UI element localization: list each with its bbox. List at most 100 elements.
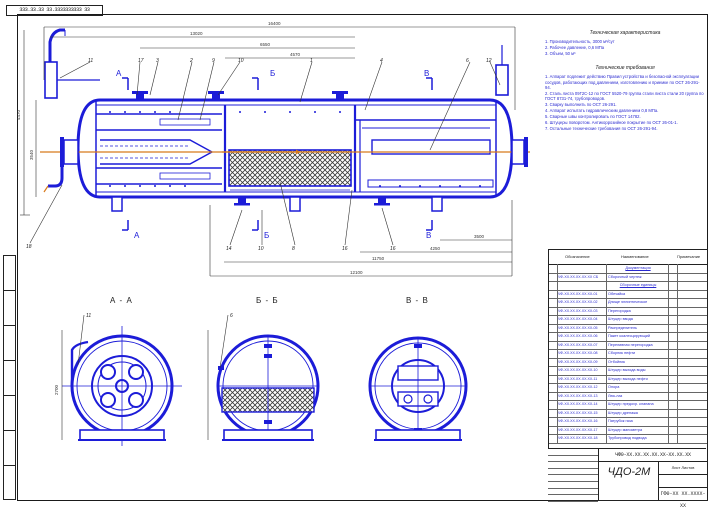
stamp-right-cell: Лист Листов ГФ0-ХХ ХХ.ХХХХ-ХХ <box>658 461 707 509</box>
spec-row-format <box>549 306 558 315</box>
spec-row-code: ЧФ-ХХ.ХХ.ХХ.ХХ.ХХ-02 <box>557 298 607 307</box>
vessel-side-view <box>40 28 530 212</box>
pos-12: 12 <box>486 58 492 64</box>
tech-req-1: 1. Аппарат подлежит действию Правил устр… <box>545 74 700 90</box>
dim-d8: 4470 <box>16 109 21 120</box>
tech-req-title: Технические требования <box>595 65 655 72</box>
pos-17: 17 <box>138 58 144 64</box>
dim-d4: 12100 <box>350 270 363 275</box>
tech-req-2: 2. Сталь листа 09Г2С-12 по ГОСТ 5520-79 … <box>545 90 704 101</box>
stamp-sheet-label: Лист Листов <box>659 461 707 475</box>
outlet-nozzle <box>511 137 528 167</box>
pos-16: 16 <box>342 246 348 252</box>
spec-row-qty <box>667 366 678 375</box>
spec-row-name: Штуцер выхода воды <box>606 366 669 375</box>
spec-row-name: Опора <box>606 383 669 392</box>
pos-16b: 16 <box>390 246 396 252</box>
dimension-lines <box>20 26 516 277</box>
tech-char-title: Техническая характеристика <box>589 30 661 36</box>
pos-11: 11 <box>88 58 93 64</box>
section-label-v: В - В <box>406 296 429 305</box>
spec-row-code: ЧФ-ХХ.ХХ.ХХ.ХХ.ХХ-13 <box>557 391 607 400</box>
spec-row-qty <box>667 357 678 366</box>
spec-row-format <box>549 366 558 375</box>
spec-row-format <box>549 332 558 341</box>
oil-collector <box>362 127 494 188</box>
spec-row-qty <box>667 281 678 290</box>
spec-row-qty <box>667 306 678 315</box>
section-label-b: Б - Б <box>256 296 279 305</box>
spec-row-code: ЧФ-ХХ.ХХ.ХХ.ХХ.ХХ-05 <box>557 323 607 332</box>
spec-row-name: Штуцер выхода нефти <box>606 374 669 383</box>
spec-row: Сборочные единицы <box>549 281 707 291</box>
spec-row-qty <box>667 434 678 443</box>
dim-d3: 4570 <box>290 52 301 57</box>
tech-req-7: 7. Остальные технические требования по О… <box>545 126 658 132</box>
spec-row-name: Патрубок газа <box>606 417 669 426</box>
tech-req-6: 6. Штуцеры поворотом. Антикоррозийное по… <box>545 120 678 126</box>
stamp-signature-lines <box>548 449 598 502</box>
cut-markers <box>122 77 433 231</box>
cut-labels: А А Б Б В В <box>116 69 431 240</box>
pos-2: 2 <box>189 58 193 64</box>
spec-row-format <box>549 425 558 434</box>
dim-d7: 3500 <box>474 234 485 239</box>
notes-panel: Техническая характеристика 1. Производит… <box>545 30 705 132</box>
spec-row-name: Сборник нефти <box>606 349 669 358</box>
spec-header: Обозначение Наименование Примечание <box>549 250 707 265</box>
tech-req-3: 3. Сварку выполнить по ОСТ 26-291. <box>545 101 617 107</box>
spec-row-qty <box>667 315 678 324</box>
dim-d2: 6550 <box>260 42 271 47</box>
spec-hdr-name: Наименование <box>621 254 649 259</box>
pos-14: 14 <box>226 246 232 252</box>
spec-row-name: Перегородка <box>606 306 669 315</box>
spec-row-format <box>549 349 558 358</box>
spec-row-format <box>549 281 558 290</box>
stamp-org: ГФ0-ХХ ХХ.ХХХХ-ХХ <box>659 487 707 512</box>
spec-row-qty <box>667 349 678 358</box>
spec-row-name: Люк-лаз <box>606 391 669 400</box>
spec-row-qty <box>667 391 678 400</box>
spec-row-name: Штуцер дренажа <box>606 408 669 417</box>
spec-row-qty <box>667 323 678 332</box>
spec-row-name: Переливная перегородка <box>606 340 669 349</box>
section-b-pos-6: 6 <box>230 313 233 319</box>
spec-row-name: Штуцер предохр. клапана <box>606 400 669 409</box>
inlet-nozzle <box>43 137 79 193</box>
spec-row-qty <box>667 264 678 273</box>
pos-1: 1 <box>310 58 313 64</box>
spec-row-name: Сборочный чертеж <box>606 272 669 281</box>
spec-row-code <box>557 281 607 290</box>
left-side-strip <box>3 255 16 500</box>
coalescing-pack <box>228 149 352 187</box>
spec-row-format <box>549 391 558 400</box>
spec-row-qty <box>667 298 678 307</box>
top-stamp-strip: ЗЗЗ.ЗЗ.ЗЗ ЗЗ.ЗЗЗЗЗЗЗЗЗЗ ЗЗ <box>6 5 103 16</box>
leaders <box>29 61 501 246</box>
section-b-b: 6 <box>207 313 320 441</box>
spec-row-code: ЧФ-ХХ.ХХ.ХХ.ХХ.ХХ СБ <box>557 272 607 281</box>
stamp-code: ЧФ0-ХХ.ХХ.ХХ.ХХ.ХХ-ХХ.ХХ.ХХ <box>598 449 707 462</box>
spec-row-code: ЧФ-ХХ.ХХ.ХХ.ХХ.ХХ-11 <box>557 374 607 383</box>
pos-8: 8 <box>292 246 295 252</box>
spec-row-code: ЧФ-ХХ.ХХ.ХХ.ХХ.ХХ-18 <box>557 434 607 443</box>
dimension-text: 16400 13020 6550 4570 12100 11750 4250 3… <box>16 21 485 275</box>
section-a-dim: 2700 <box>54 384 59 395</box>
spec-row-qty <box>667 408 678 417</box>
spec-row-format <box>549 400 558 409</box>
spec-row-name: Сборочные единицы <box>606 281 669 290</box>
spec-row-format <box>549 315 558 324</box>
